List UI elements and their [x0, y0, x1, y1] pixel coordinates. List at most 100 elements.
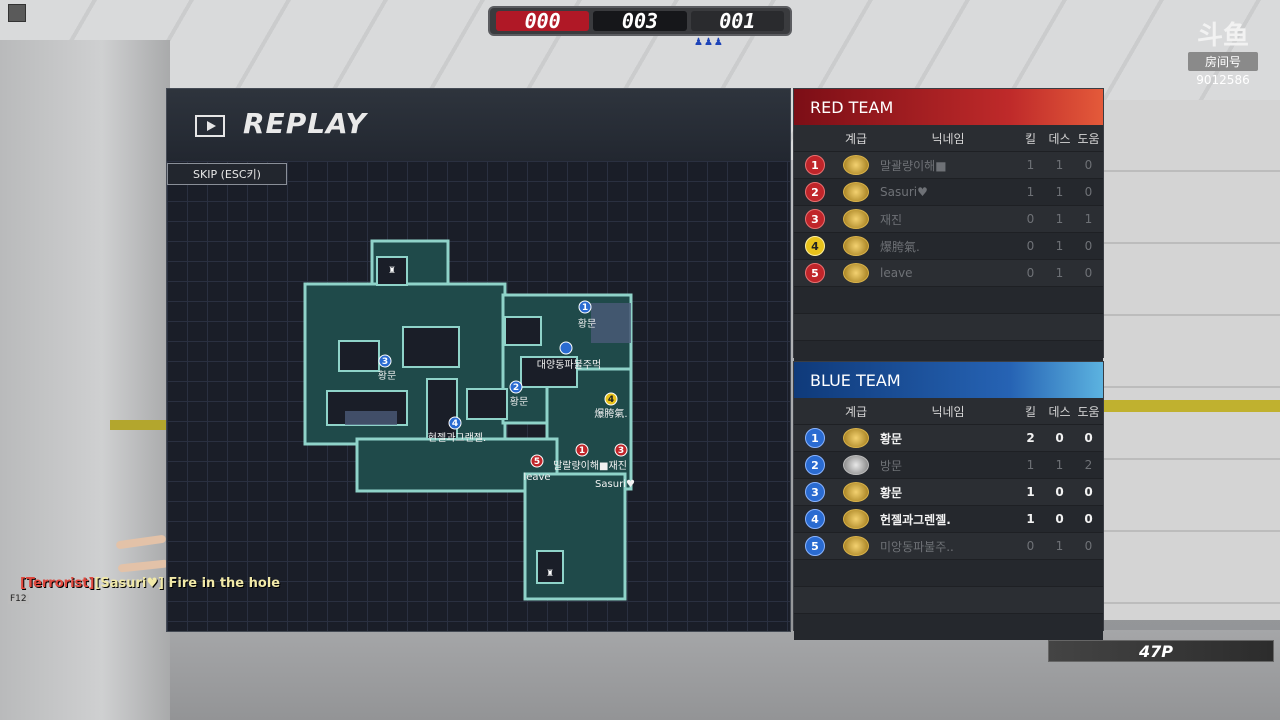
player-name: 방문	[880, 458, 903, 473]
chat-team-tag: [Terrorist]	[20, 576, 95, 591]
player-name: 재진	[880, 212, 903, 227]
player-assists: 1	[1084, 212, 1093, 226]
player-name: Sasuri♥	[880, 185, 928, 199]
player-number-badge: 4	[805, 509, 825, 529]
player-kills: 0	[1026, 239, 1035, 253]
player-row: 3 재진 0 1 1	[794, 205, 1103, 232]
brand-logo: 斗鱼	[1196, 21, 1249, 51]
player-name: leave	[880, 266, 913, 280]
player-kills: 1	[1026, 485, 1035, 499]
col-kills: 킬	[1024, 131, 1037, 146]
map-label: 황문	[578, 318, 596, 330]
player-deaths: 1	[1055, 158, 1064, 172]
map-label: leave	[523, 472, 550, 483]
player-kills: 2	[1026, 431, 1035, 445]
skip-button[interactable]: SKIP (ESC키)	[167, 163, 287, 185]
player-arm	[112, 530, 172, 580]
svg-text:4: 4	[452, 419, 458, 429]
player-assists: 0	[1084, 539, 1093, 553]
chat-message: Fire in the hole	[163, 576, 281, 591]
rank-icon	[843, 236, 869, 256]
empty-row	[794, 313, 1103, 340]
left-wall	[0, 40, 170, 720]
player-assists: 0	[1084, 239, 1093, 253]
player-deaths: 1	[1055, 266, 1064, 280]
replay-panel: REPLAY SKIP (ESC키) 1	[166, 88, 791, 632]
svg-text:3: 3	[618, 446, 624, 456]
rank-icon	[843, 509, 869, 529]
player-deaths: 0	[1055, 512, 1064, 526]
map-label: 爆胯氣.	[594, 407, 627, 420]
col-assists: 도움	[1077, 131, 1100, 146]
points-display: 47P	[1048, 640, 1274, 662]
empty-row	[794, 559, 1103, 586]
col-assists: 도움	[1077, 404, 1100, 419]
player-kills: 0	[1026, 266, 1035, 280]
svg-text:♜: ♜	[388, 266, 396, 276]
player-deaths: 1	[1055, 212, 1064, 226]
player-deaths: 0	[1055, 485, 1064, 499]
map-label: 말랄량이해■재진	[553, 459, 627, 472]
blue-team-title: BLUE TEAM	[794, 362, 1103, 398]
rank-icon	[843, 428, 869, 448]
rank-icon	[843, 209, 869, 229]
right-wall	[1100, 100, 1280, 620]
stream-watermark: 斗鱼 房间号 9012586	[1188, 22, 1258, 87]
chat-line: [Terrorist][Sasuri♥] Fire in the hole	[20, 576, 280, 591]
player-kills: 1	[1026, 512, 1035, 526]
col-rank: 계급	[844, 131, 868, 146]
replay-header: REPLAY	[167, 89, 790, 161]
players-alive-icon: ♟♟♟	[694, 37, 724, 48]
room-id: 9012586	[1196, 73, 1250, 87]
minimap: 1 3 2 4 1 3 5 4 ♜ ♜ 황문 대양동파불주먹 황문 황문 현젤과…	[303, 239, 635, 601]
player-assists: 2	[1084, 458, 1093, 472]
player-kills: 1	[1026, 158, 1035, 172]
window-corner-icon	[8, 4, 26, 22]
player-assists: 0	[1084, 431, 1093, 445]
player-name: 爆胯氣.	[880, 239, 920, 254]
svg-text:2: 2	[513, 383, 519, 393]
red-team-columns: 계급 닉네임 킬 데스 도움	[794, 125, 1103, 151]
player-row: 1 황문 2 0 0	[794, 424, 1103, 451]
score-board: 000 003 001	[488, 6, 792, 36]
player-number-badge: 5	[805, 263, 825, 283]
player-deaths: 1	[1055, 458, 1064, 472]
col-deaths: 데스	[1048, 404, 1071, 419]
play-icon	[195, 115, 225, 137]
rank-icon	[843, 182, 869, 202]
f12-key-hint: F12	[8, 594, 29, 604]
score-red: 000	[496, 9, 590, 33]
player-kills: 0	[1026, 212, 1035, 226]
chat-speaker: [Sasuri♥]	[94, 576, 164, 591]
replay-title: REPLAY	[243, 107, 367, 140]
map-label: 황문	[378, 370, 396, 382]
col-rank: 계급	[844, 404, 868, 419]
player-number-badge: 3	[805, 209, 825, 229]
player-assists: 0	[1084, 485, 1093, 499]
player-number-badge: 2	[805, 455, 825, 475]
rank-icon	[843, 155, 869, 175]
map-label: Sasuri♥	[595, 479, 635, 490]
player-name: 황문	[880, 431, 903, 446]
player-name: 황문	[880, 485, 903, 500]
player-number-badge: 1	[805, 428, 825, 448]
player-deaths: 0	[1055, 431, 1064, 445]
player-kills: 0	[1026, 539, 1035, 553]
rank-icon	[843, 482, 869, 502]
player-assists: 0	[1084, 185, 1093, 199]
player-deaths: 1	[1055, 539, 1064, 553]
blue-team-columns: 계급 닉네임 킬 데스 도움	[794, 398, 1103, 424]
player-assists: 0	[1084, 512, 1093, 526]
player-number-badge: 1	[805, 155, 825, 175]
col-deaths: 데스	[1048, 131, 1071, 146]
empty-row	[794, 286, 1103, 313]
player-number-badge: 2	[805, 182, 825, 202]
svg-text:4: 4	[608, 395, 614, 405]
